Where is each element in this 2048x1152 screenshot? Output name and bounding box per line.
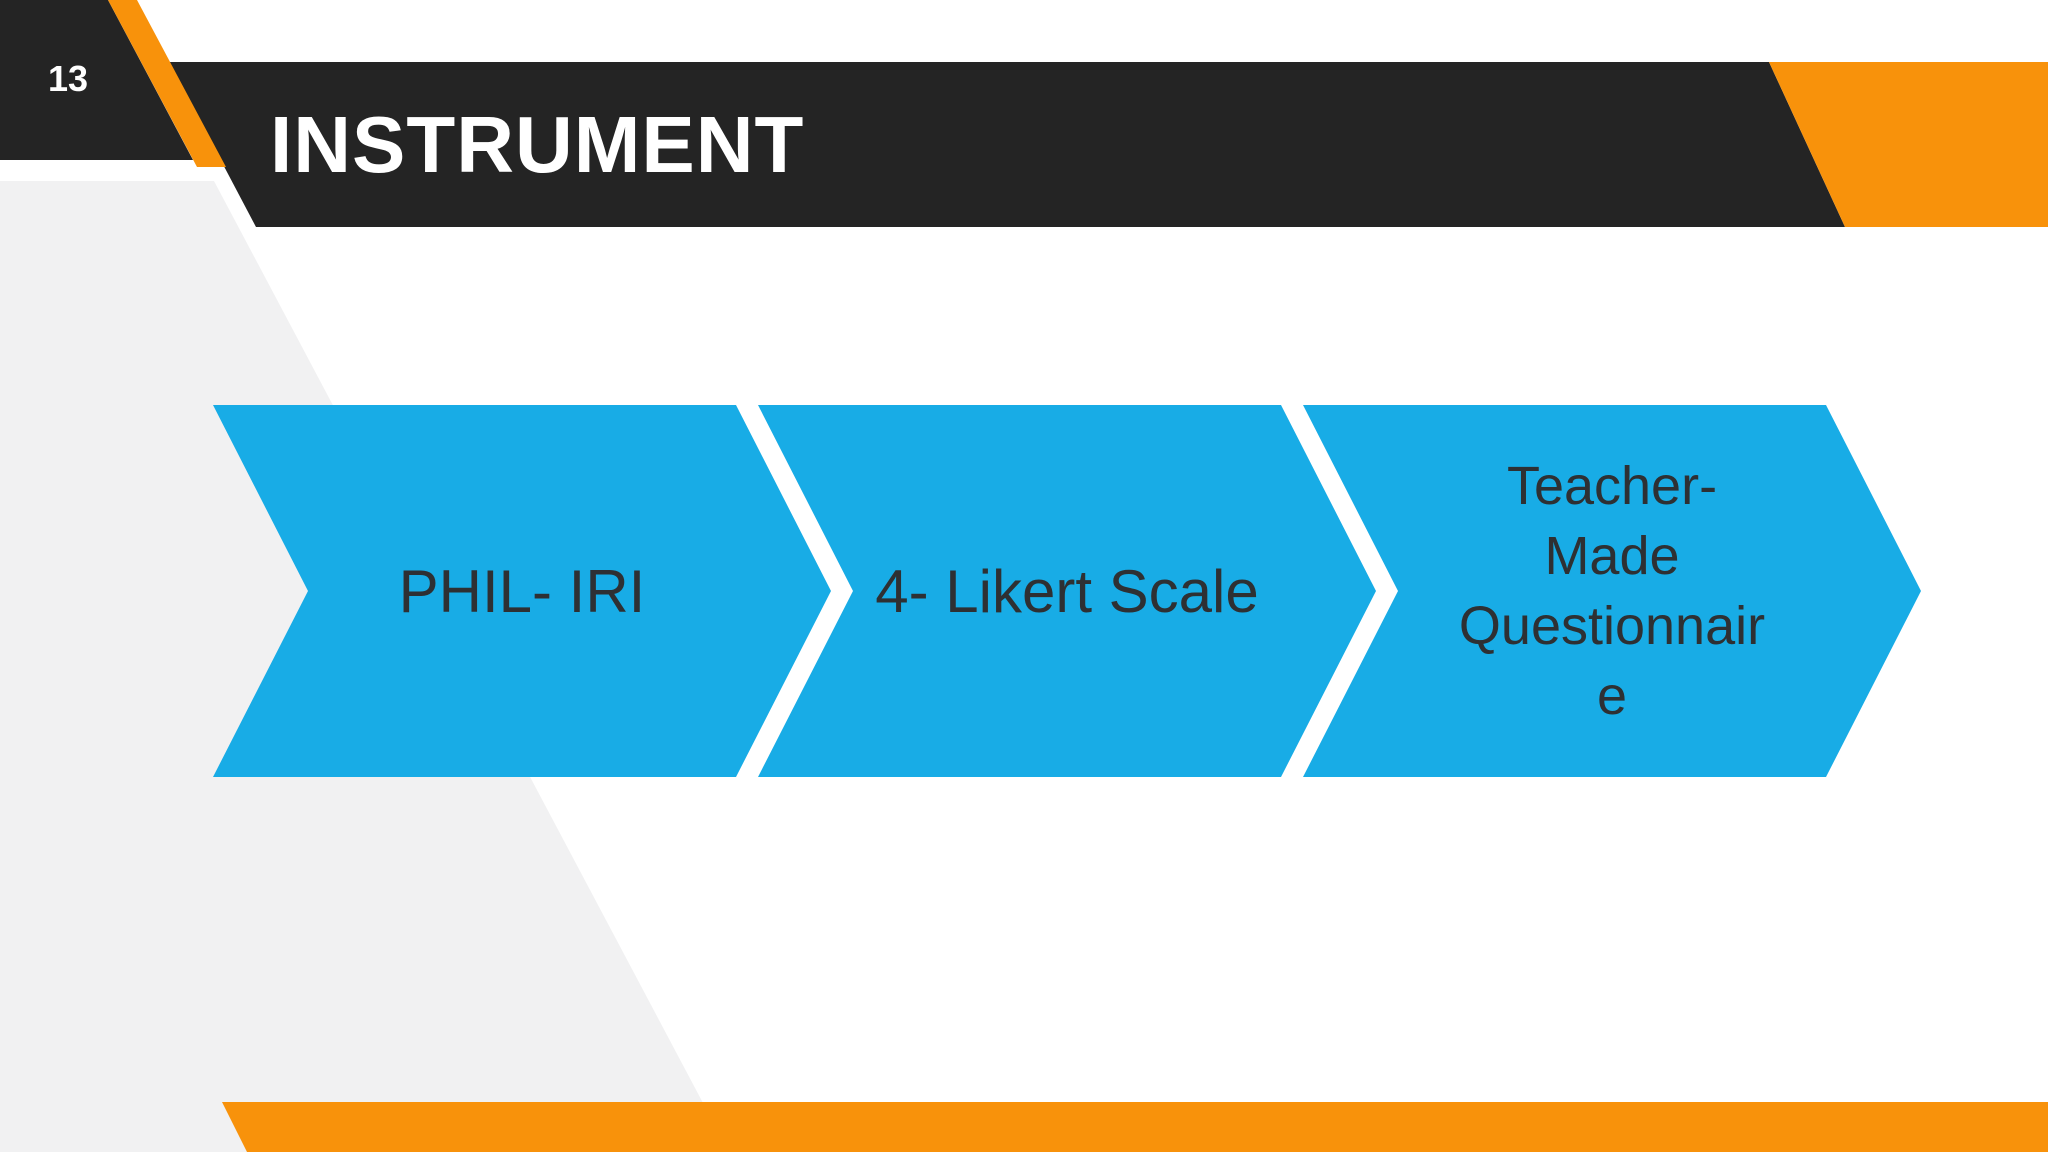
bottom-orange-bar [222, 1102, 2048, 1152]
orange-header-corner [1769, 62, 2048, 227]
header-bar [169, 62, 1845, 227]
page-number-block [0, 0, 193, 160]
chevron-step-2-shape [758, 405, 1376, 777]
slide-title: INSTRUMENT [270, 99, 805, 189]
chevron-step-3-shape [1303, 405, 1921, 777]
chevron-step-1-shape [213, 405, 831, 777]
page-number: 13 [47, 58, 89, 99]
orange-accent-stripe [108, 0, 226, 167]
